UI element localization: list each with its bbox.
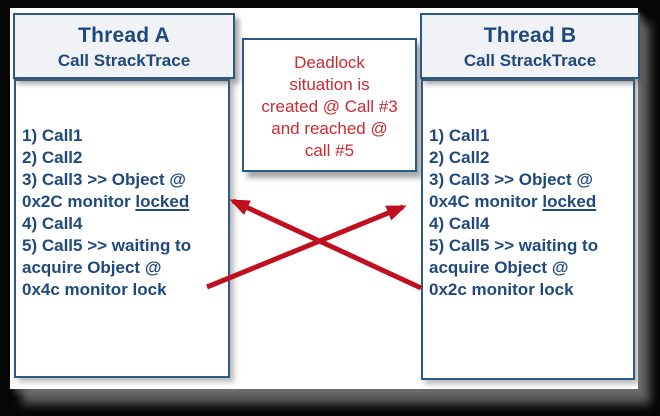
note-line: and reached @ (271, 119, 388, 138)
stack-line: 2) Call2 (22, 148, 83, 167)
stack-line: 5) Call5 >> waiting to (22, 236, 192, 255)
stack-line: 4) Call4 (429, 214, 490, 233)
deadlock-note-box: Deadlock situation is created @ Call #3 and… (242, 38, 417, 172)
underlined-word: locked (135, 192, 190, 211)
stack-line: 0x4C monitor locked (429, 192, 597, 211)
note-line: situation is (289, 75, 370, 94)
note-line: Deadlock (294, 53, 365, 72)
thread-b-subtitle: Call StrackTrace (463, 51, 597, 70)
stack-line: 3) Call3 >> Object @ (429, 170, 593, 189)
note-line: call #5 (304, 141, 355, 160)
stack-line: 0x2C monitor locked (22, 192, 190, 211)
stack-line: 4) Call4 (22, 214, 83, 233)
stack-line: 2) Call2 (429, 148, 490, 167)
stack-line: 5) Call5 >> waiting to (429, 236, 599, 255)
stack-line: 1) Call1 (22, 126, 83, 145)
stack-line: acquire Object @ (429, 258, 569, 277)
thread-a-stack-box: 1) Call1 2) Call2 3) Call3 >> Object @ 0x2C… (14, 79, 230, 378)
deadlock-note-text: Deadlock situation is created @ Call #3 and… (244, 52, 415, 162)
stack-line: 0x2c monitor lock (429, 280, 574, 299)
thread-a-subtitle: Call StrackTrace (57, 51, 191, 70)
diagram-canvas: 1) Call1 2) Call2 3) Call3 >> Object @ 0x2C… (10, 8, 640, 389)
thread-a-title: Thread A (78, 24, 170, 47)
note-line: created @ Call #3 (261, 97, 398, 116)
thread-a-header-box: Thread A Call StrackTrace (13, 13, 235, 79)
stack-line: 3) Call3 >> Object @ (22, 170, 186, 189)
thread-b-header-box: Thread B Call StrackTrace (420, 13, 640, 79)
stack-line: acquire Object @ (22, 258, 162, 277)
thread-b-title: Thread B (483, 24, 577, 47)
stack-line: 0x4c monitor lock (22, 280, 167, 299)
stack-line: 1) Call1 (429, 126, 490, 145)
thread-a-stack-list: 1) Call1 2) Call2 3) Call3 >> Object @ 0x2C… (16, 81, 228, 301)
thread-b-stack-box: 1) Call1 2) Call2 3) Call3 >> Object @ 0x4C… (421, 79, 635, 380)
underlined-word: locked (542, 192, 597, 211)
thread-b-stack-list: 1) Call1 2) Call2 3) Call3 >> Object @ 0x4C… (423, 81, 633, 301)
